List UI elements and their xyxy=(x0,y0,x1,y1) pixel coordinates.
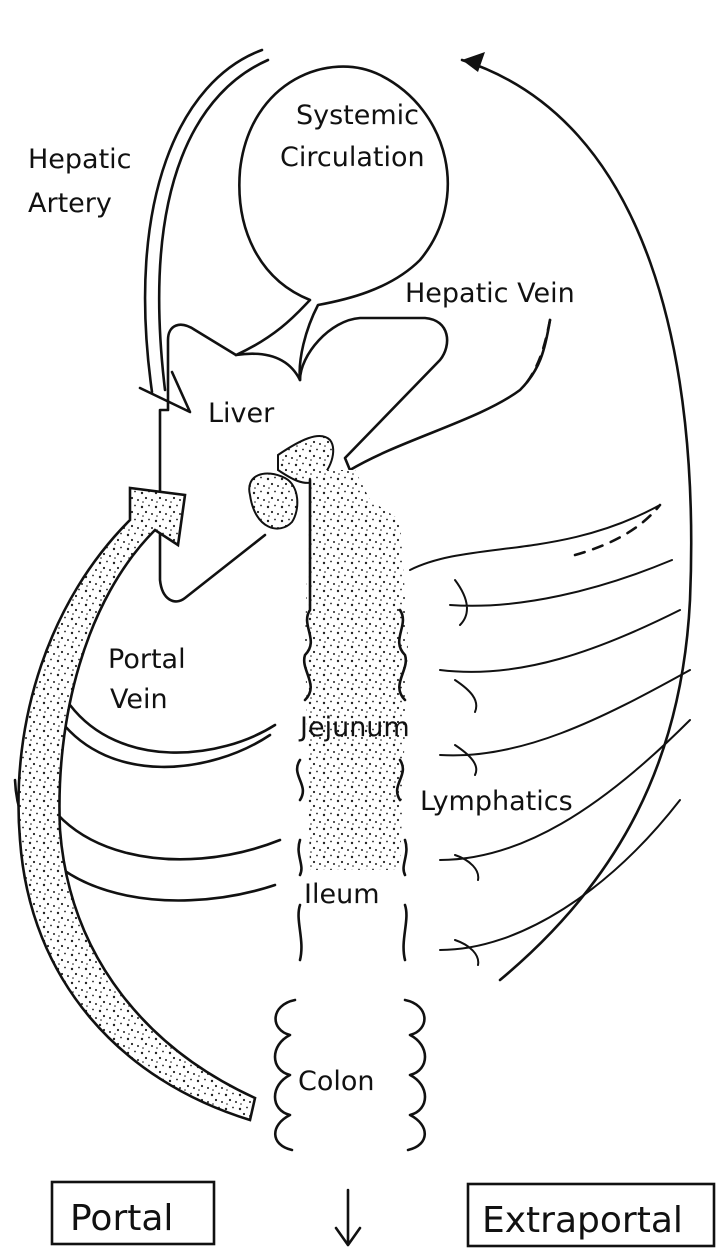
hepatic-vein-label: Hepatic Vein xyxy=(405,278,575,309)
hepatic-vein-return xyxy=(350,60,691,980)
portal-vein-label-line2: Vein xyxy=(110,684,168,715)
down-arrow xyxy=(336,1190,360,1245)
colon-label: Colon xyxy=(298,1066,375,1097)
lymphatic-vessels xyxy=(410,505,690,965)
hepatic-artery-arrow xyxy=(145,50,268,392)
lymphatics-label: Lymphatics xyxy=(420,786,573,817)
systemic-return-arrowhead xyxy=(462,52,485,72)
hepatic-vein-dashed xyxy=(525,320,550,385)
systemic-label-line1: Systemic xyxy=(296,100,419,131)
gall-bladder xyxy=(249,473,297,528)
systemic-label-line2: Circulation xyxy=(280,142,425,173)
jejunum-label: Jejunum xyxy=(298,712,410,743)
extraportal-box-label: Extraportal xyxy=(482,1200,683,1241)
hepatic-artery-label-line2: Artery xyxy=(28,188,112,219)
intestine-column xyxy=(305,470,408,870)
hepatic-artery-label-line1: Hepatic xyxy=(28,144,132,175)
hepatic-artery-arrowhead xyxy=(140,372,190,412)
liver-label: Liver xyxy=(208,398,275,429)
ileum-label: Ileum xyxy=(304,879,380,910)
portal-flow-arrow xyxy=(18,488,255,1120)
portal-vein-label-line1: Portal xyxy=(108,644,186,675)
portal-box-label: Portal xyxy=(70,1198,173,1239)
